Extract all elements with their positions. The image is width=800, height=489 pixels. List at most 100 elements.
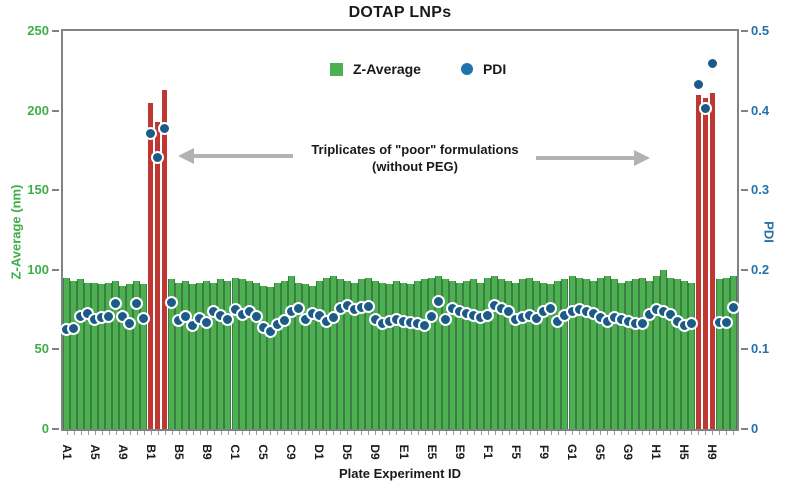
bar-A8 xyxy=(112,280,120,429)
bar-E4 xyxy=(421,279,429,429)
bar-A3 xyxy=(77,279,85,429)
x-tick-B7 xyxy=(192,431,194,435)
bar-G5 xyxy=(596,277,604,429)
left-tick-label-150: 150 xyxy=(27,182,49,198)
x-tick-C8 xyxy=(284,431,286,435)
right-tick-label-0.4: 0.4 xyxy=(751,102,770,118)
bar-H4 xyxy=(673,279,681,429)
z-average-swatch-icon xyxy=(330,62,343,76)
x-tick-A8 xyxy=(115,431,117,435)
right-tick-label-0: 0 xyxy=(751,421,759,436)
left-tick-50 xyxy=(52,348,59,351)
pdi-dot-A10 xyxy=(123,316,137,330)
bar-E9 xyxy=(456,282,464,429)
bar-D11 xyxy=(385,284,393,429)
bar-A6 xyxy=(98,284,106,429)
x-tick-A11 xyxy=(136,431,138,435)
pdi-dot-G11 xyxy=(635,317,649,331)
bar-B4 xyxy=(168,279,176,429)
x-tick-B4 xyxy=(171,431,173,435)
legend: Z-Average PDI xyxy=(330,61,506,77)
x-tick-D3 xyxy=(333,431,335,435)
x-tick-G9 xyxy=(628,431,630,435)
right-tick-0.4 xyxy=(741,109,748,112)
bar-A7 xyxy=(105,282,113,429)
left-tick-250 xyxy=(52,30,59,32)
x-tick-D2 xyxy=(326,431,328,435)
bar-D5 xyxy=(343,280,351,429)
x-tick-C10 xyxy=(298,431,300,435)
right-tick-0.5 xyxy=(741,30,748,32)
x-tick-D11 xyxy=(389,431,391,435)
bar-G8 xyxy=(617,282,625,429)
x-tick-D8 xyxy=(368,431,370,435)
x-tick-B11 xyxy=(220,431,222,435)
bar-F2 xyxy=(491,276,499,429)
right-tick-label-0.5: 0.5 xyxy=(751,23,770,38)
bar-C3 xyxy=(245,280,253,429)
x-tick-D5 xyxy=(347,431,349,435)
pdi-dot-A11 xyxy=(130,296,144,310)
right-tick-label-0.2: 0.2 xyxy=(751,261,770,277)
bar-H5 xyxy=(680,280,688,429)
annotation-line2: (without PEG) xyxy=(372,159,458,174)
bar-G9 xyxy=(624,280,632,429)
x-tick-G7 xyxy=(614,431,616,435)
bar-A12 xyxy=(140,284,148,429)
x-tick-E8 xyxy=(452,431,454,435)
pdi-dot-H8 xyxy=(698,101,712,115)
x-tick-G4 xyxy=(593,431,595,435)
pdi-swatch-icon xyxy=(460,63,473,75)
bar-C12 xyxy=(308,285,316,429)
x-tick-A6 xyxy=(101,431,103,435)
x-tick-E6 xyxy=(438,431,440,435)
bar-B12 xyxy=(224,280,232,429)
pdi-dot-H12 xyxy=(726,300,740,314)
bar-A9 xyxy=(119,285,127,429)
left-tick-label-0: 0 xyxy=(41,421,49,436)
pdi-dot-C4 xyxy=(249,310,263,324)
left-tick-label-250: 250 xyxy=(27,23,49,38)
pdi-dot-F10 xyxy=(544,301,558,315)
right-tick-0.3 xyxy=(741,189,748,192)
pdi-dot-D8 xyxy=(361,299,375,313)
left-tick-0 xyxy=(52,428,59,430)
pdi-dot-E7 xyxy=(439,312,453,326)
legend-pdi-label: PDI xyxy=(482,61,507,77)
bar-D2 xyxy=(322,277,330,429)
bar-F7 xyxy=(526,277,534,429)
x-tick-B12 xyxy=(227,431,229,435)
x-tick-C12 xyxy=(312,431,314,435)
bar-E11 xyxy=(470,279,478,429)
pdi-dot-B1 xyxy=(144,127,158,141)
x-tick-H8 xyxy=(705,431,707,435)
x-tick-F5 xyxy=(515,431,517,435)
bar-A1 xyxy=(63,277,71,429)
bar-E3 xyxy=(414,280,422,429)
x-tick-G6 xyxy=(607,431,609,435)
x-tick-H9 xyxy=(712,431,714,435)
x-tick-D4 xyxy=(340,431,342,435)
x-tick-F12 xyxy=(564,431,566,435)
left-tick-200 xyxy=(52,109,59,112)
right-tick-label-0.1: 0.1 xyxy=(751,341,770,357)
x-tick-B10 xyxy=(213,431,215,435)
pdi-dot-A7 xyxy=(102,310,116,324)
x-tick-G8 xyxy=(621,431,623,435)
bar-D1 xyxy=(315,280,323,429)
right-tick-0 xyxy=(741,428,748,430)
bar-D10 xyxy=(378,282,386,429)
x-tick-A9 xyxy=(122,431,124,435)
x-tick-E5 xyxy=(431,431,433,435)
x-tick-B2 xyxy=(157,431,159,435)
bar-G7 xyxy=(610,279,618,429)
x-tick-G2 xyxy=(579,431,581,435)
bar-F11 xyxy=(554,280,562,429)
bar-B6 xyxy=(182,280,190,429)
bar-C11 xyxy=(301,284,309,429)
x-tick-F8 xyxy=(536,431,538,435)
bar-D6 xyxy=(350,282,358,429)
x-tick-D9 xyxy=(375,431,377,435)
bar-C6 xyxy=(266,287,274,429)
